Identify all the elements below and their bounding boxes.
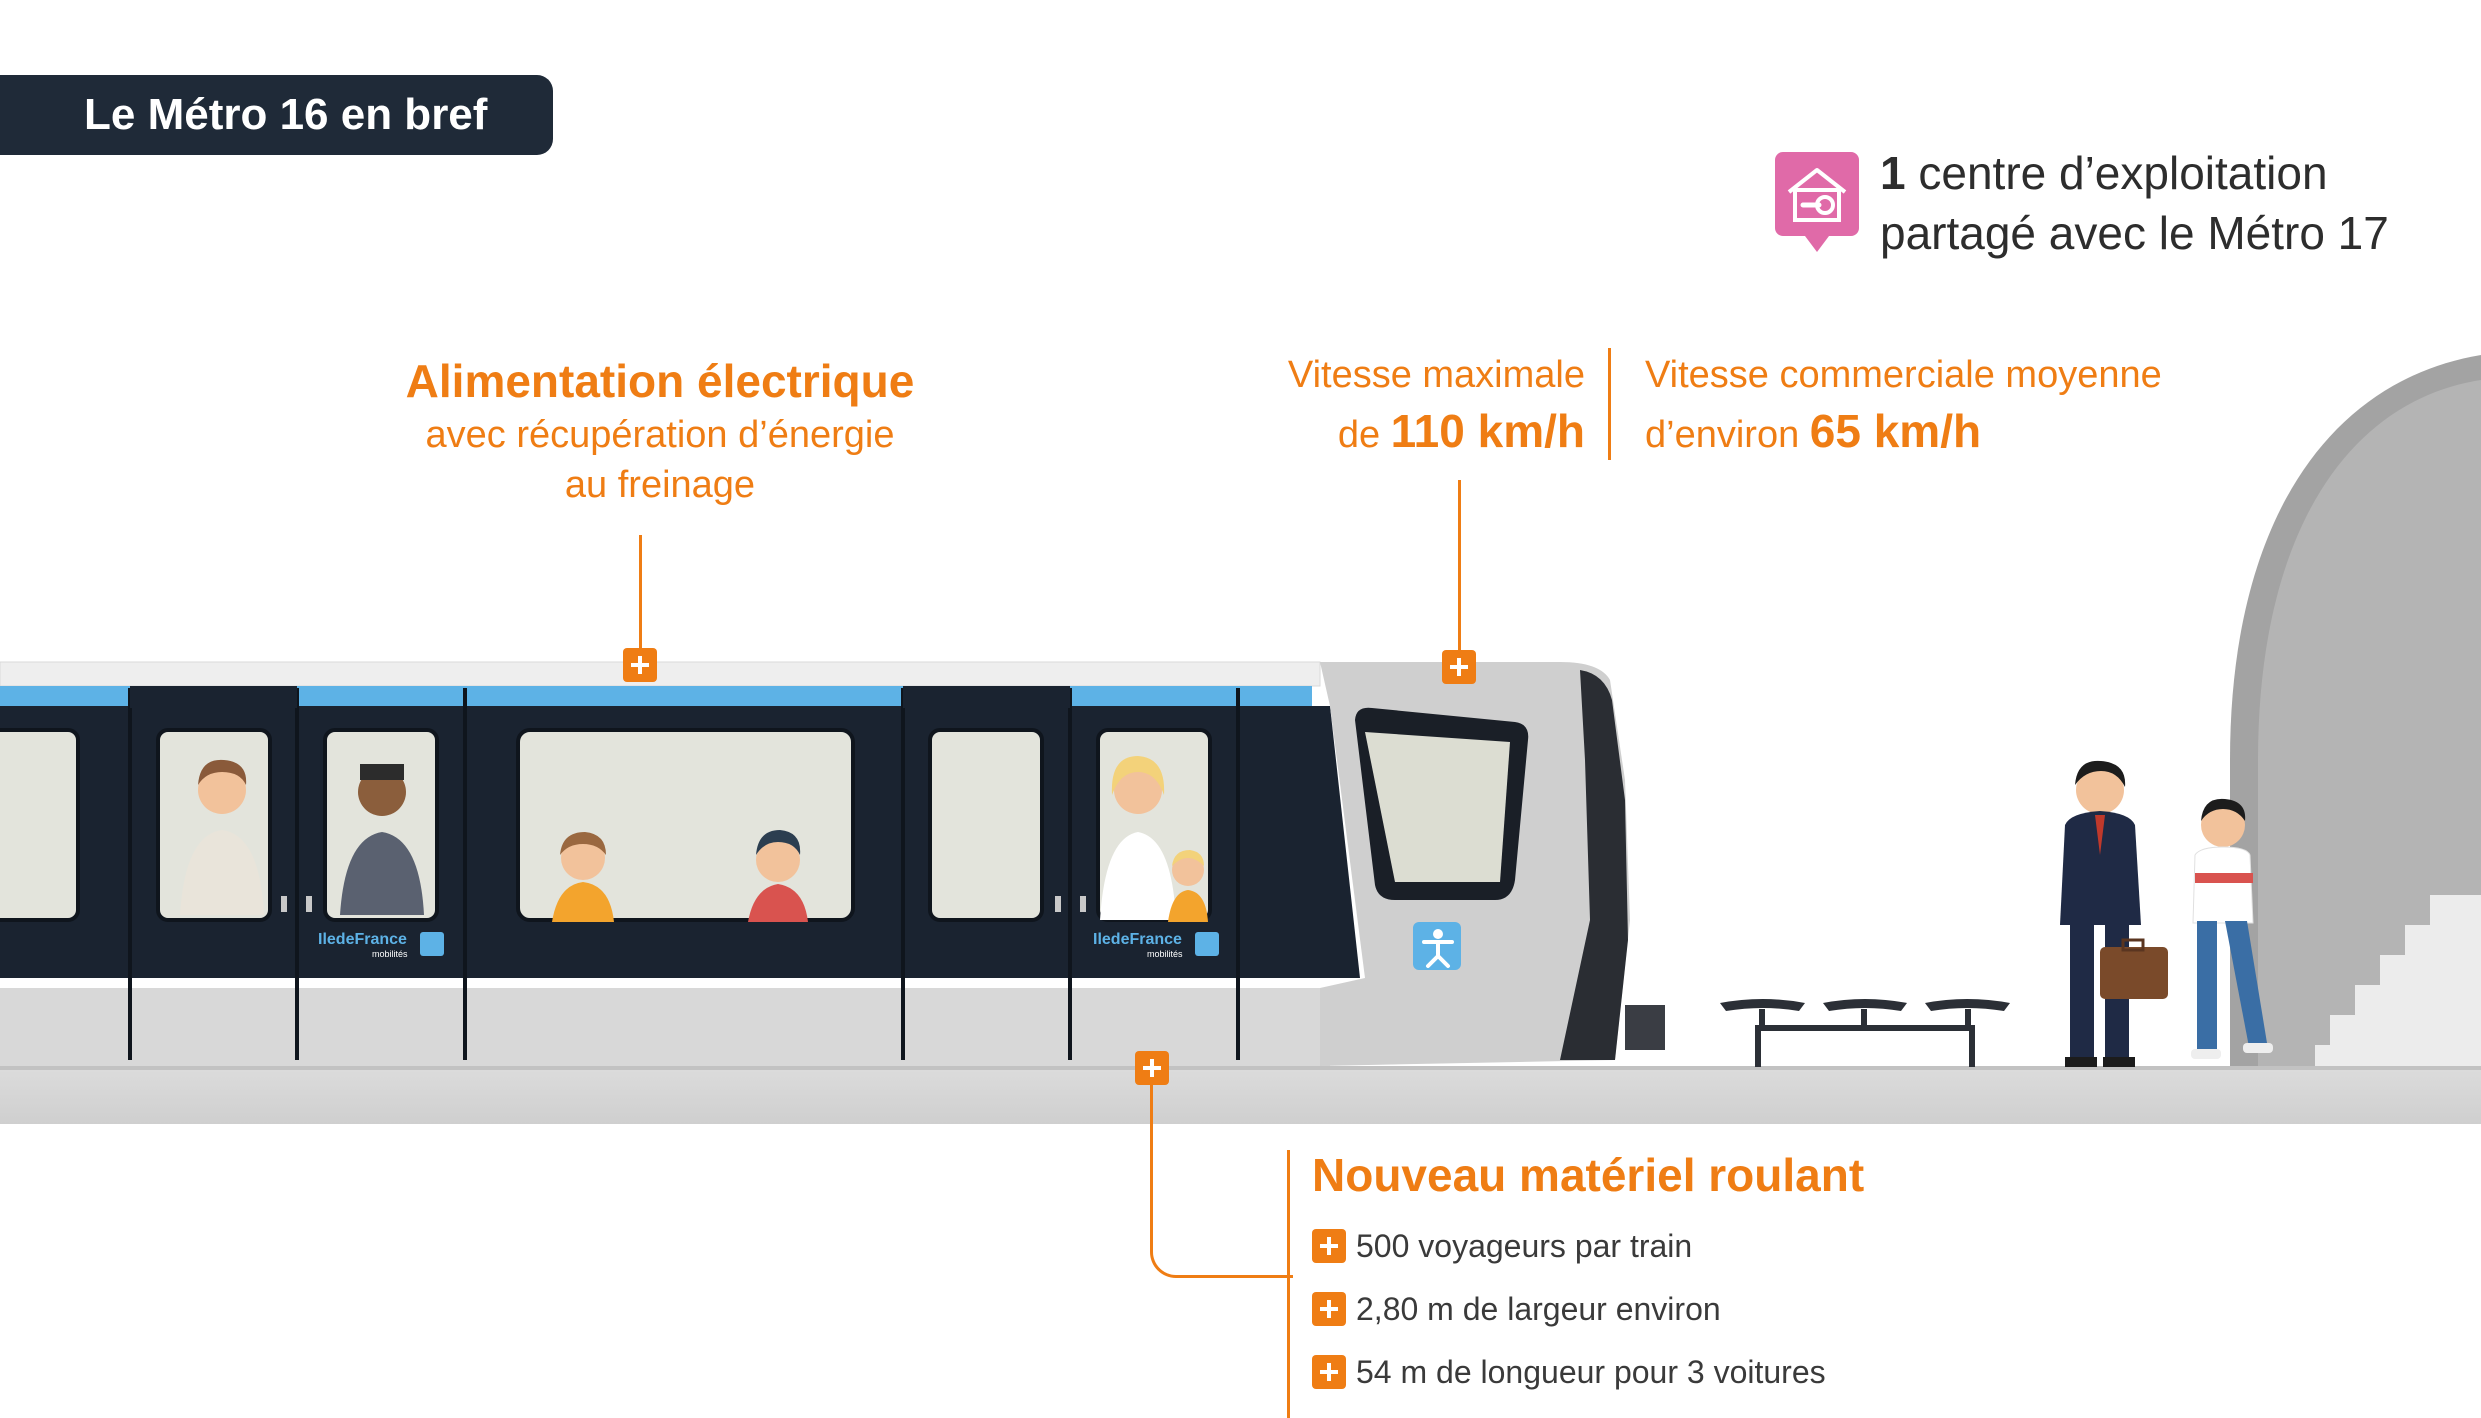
max-speed-value-line: de 110 km/h [1200,400,1585,466]
rolling-stock-item-1: 500 voyageurs par train [1356,1228,1693,1264]
max-speed-prefix: de [1337,414,1391,456]
plus-icon [1312,1355,1346,1389]
list-item: 54 m de longueur pour 3 voitures [1312,1349,2012,1395]
center-line-2: partagé avec le Métro 17 [1880,207,2389,259]
center-line-1: 1 centre d’exploitation [1880,143,2389,203]
avg-speed-prefix: d’environ [1645,414,1810,456]
max-speed-label: Vitesse maximale [1287,354,1585,396]
rolling-stock-plus-icon [1135,1051,1169,1085]
power-line-1: avec récupération d’énergie [425,414,895,456]
rolling-stock-title: Nouveau matériel roulant [1312,1149,1865,1201]
max-speed-value: 110 km/h [1390,405,1585,457]
avg-speed-value-line: d’environ 65 km/h [1645,400,2245,466]
svg-text:mobilités: mobilités [1147,949,1183,959]
page-title: Le Métro 16 en bref [0,75,553,155]
metro-train: IledeFrance IledeFrance mobilités mobili… [0,661,1665,1066]
platform-passengers [2060,760,2273,1067]
platform-edge [0,1066,2481,1070]
speed-connector-line [1458,480,1461,665]
rolling-stock-item-3: 54 m de longueur pour 3 voitures [1356,1354,1826,1390]
center-text-1: centre d’exploitation [1905,147,2328,199]
power-title: Alimentation électrique [405,355,915,407]
tunnel-illustration [2230,355,2481,1070]
platform-benches [1720,999,2010,1067]
center-icon [1775,152,1859,254]
rolling-stock-divider [1287,1150,1290,1418]
svg-text:IledeFrance: IledeFrance [318,931,407,948]
speed-divider [1608,348,1611,460]
rolling-stock-item-2: 2,80 m de largeur environ [1356,1291,1721,1327]
plus-icon [1312,1292,1346,1326]
svg-text:IledeFrance: IledeFrance [1093,931,1182,948]
speed-plus-icon [1442,650,1476,684]
platform-floor [0,1066,2481,1124]
power-plus-icon [623,648,657,682]
power-line-2: au freinage [564,464,756,506]
avg-speed-value: 65 km/h [1809,405,1982,457]
list-item: 2,80 m de largeur environ [1312,1286,2012,1332]
plus-icon [1312,1229,1346,1263]
center-number: 1 [1880,147,1906,199]
svg-text:mobilités: mobilités [372,949,408,959]
rolling-stock-connector [1150,1085,1293,1278]
list-item: 500 voyageurs par train [1312,1223,2012,1269]
power-connector-line [639,535,642,665]
avg-speed-label: Vitesse commerciale moyenne [1645,354,2162,396]
